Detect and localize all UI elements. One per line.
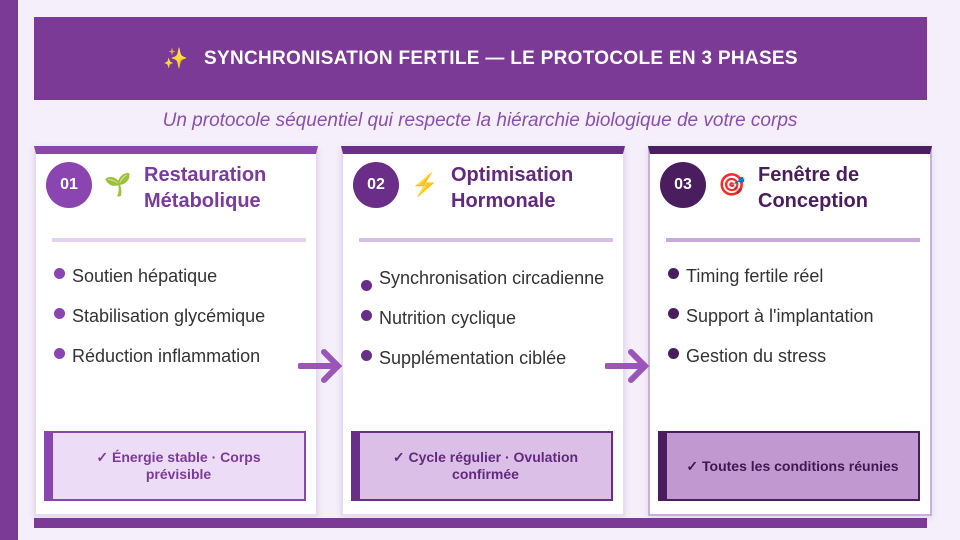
page-title: SYNCHRONISATION FERTILE — LE PROTOCOLE E… — [204, 47, 798, 69]
phase-items: Synchronisation circadienne Nutrition cy… — [359, 266, 615, 386]
seedling-icon: 🌱 — [104, 172, 132, 197]
phase-number-badge: 01 — [46, 162, 92, 208]
list-item: Support à l'implantation — [666, 304, 922, 329]
list-item: Supplémentation ciblée — [359, 346, 615, 371]
phase-result: ✓ Cycle régulier · Ovulation confirmée — [351, 431, 613, 501]
target-icon: 🎯 — [718, 172, 746, 197]
phase-result: ✓ Énergie stable · Corps prévisible — [44, 431, 306, 501]
arrow-right-icon — [605, 349, 650, 383]
list-item: Gestion du stress — [666, 344, 922, 369]
subtitle: Un protocole séquentiel qui respecte la … — [162, 110, 798, 131]
phase-result: ✓ Toutes les conditions réunies — [658, 431, 920, 501]
phase-number-badge: 03 — [660, 162, 706, 208]
sparkles-icon: ✨ — [163, 48, 189, 70]
phase-items: Timing fertile réel Support à l'implanta… — [666, 264, 922, 384]
list-item: Soutien hépatique — [52, 264, 308, 289]
bottom-accent-bar — [34, 518, 927, 528]
phase-items: Soutien hépatique Stabilisation glycémiq… — [52, 264, 308, 384]
arrow-right-icon — [298, 349, 343, 383]
header-banner: ✨ SYNCHRONISATION FERTILE — LE PROTOCOLE… — [34, 17, 927, 100]
lightning-icon: ⚡ — [411, 172, 439, 197]
divider — [359, 238, 613, 242]
divider — [52, 238, 306, 242]
list-item: Nutrition cyclique — [359, 306, 615, 331]
phase-number-badge: 02 — [353, 162, 399, 208]
list-item: Timing fertile réel — [666, 264, 922, 289]
list-item: Stabilisation glycémique — [52, 304, 308, 329]
list-item: Synchronisation circadienne — [359, 266, 615, 291]
list-item: Réduction inflammation — [52, 344, 308, 369]
divider — [666, 238, 920, 242]
left-accent-bar — [0, 0, 18, 540]
